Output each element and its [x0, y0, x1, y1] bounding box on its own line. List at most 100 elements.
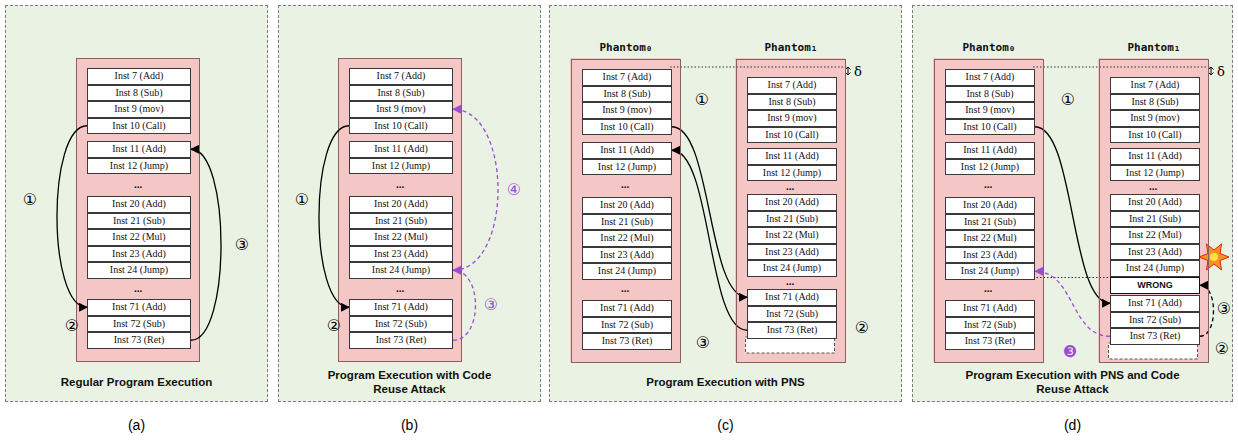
offset-guide	[670, 67, 848, 68]
instruction-label: Inst 9 (mov)	[602, 105, 651, 115]
instruction-box: Inst 7 (Add)	[349, 68, 453, 85]
instruction-box: Inst 20 (Add)	[349, 196, 453, 213]
empty-slot	[746, 337, 835, 353]
instruction-box: Inst 12 (Jump)	[582, 159, 672, 176]
instruction-box: Inst 21 (Sub)	[747, 211, 837, 228]
instruction-label: Inst 7 (Add)	[768, 80, 817, 90]
instruction-label: Inst 23 (Add)	[963, 250, 1017, 260]
instruction-label: Inst 12 (Jump)	[961, 162, 1019, 172]
ellipsis: ...	[396, 179, 404, 190]
instruction-label: Inst 72 (Sub)	[1129, 315, 1181, 325]
instruction-box: Inst 73 (Ret)	[582, 333, 672, 350]
panel-ground	[278, 5, 541, 402]
instruction-label: Inst 24 (Jump)	[1126, 263, 1184, 273]
scenario-panel: Program Execution with PNSPhantom₀Inst 7…	[549, 5, 902, 402]
scenario-panel: Program Execution with Code Reuse Attack…	[278, 5, 541, 402]
instruction-box: Inst 8 (Sub)	[87, 85, 191, 102]
instruction-box: Inst 12 (Jump)	[747, 165, 837, 182]
instruction-label: Inst 22 (Mul)	[963, 233, 1016, 243]
instruction-label: Inst 20 (Add)	[1128, 197, 1182, 207]
instruction-box: Inst 10 (Call)	[1110, 127, 1200, 144]
instruction-label: Inst 71 (Add)	[1128, 298, 1182, 308]
instruction-label: WRONG	[1137, 281, 1173, 290]
callout-number: ①	[695, 92, 709, 108]
callout-number: ①	[1061, 92, 1075, 108]
instruction-box: Inst 11 (Add)	[349, 141, 453, 158]
memory-column	[735, 58, 845, 362]
instruction-box: Inst 21 (Sub)	[945, 214, 1035, 231]
instruction-label: Inst 10 (Call)	[1128, 130, 1181, 140]
memory-column	[1098, 58, 1208, 362]
instruction-label: Inst 73 (Ret)	[965, 336, 1016, 346]
instruction-label: Inst 8 (Sub)	[1131, 97, 1178, 107]
instruction-box: Inst 12 (Jump)	[1110, 165, 1200, 182]
panel-letter: (b)	[401, 418, 418, 432]
instruction-label: Inst 24 (Jump)	[763, 263, 821, 273]
instruction-box: WRONG	[1110, 277, 1200, 294]
instruction-box: Inst 71 (Add)	[945, 300, 1035, 317]
instruction-box: Inst 71 (Add)	[582, 300, 672, 317]
callout-number: ③	[1217, 301, 1231, 317]
instruction-box: Inst 9 (mov)	[582, 102, 672, 119]
instruction-box: Inst 10 (Call)	[582, 119, 672, 136]
instruction-box: Inst 12 (Jump)	[349, 158, 453, 175]
instruction-label: Inst 9 (mov)	[965, 105, 1014, 115]
instruction-label: Inst 24 (Jump)	[372, 265, 430, 275]
instruction-label: Inst 11 (Add)	[963, 145, 1017, 155]
instruction-label: Inst 22 (Mul)	[600, 233, 653, 243]
instruction-box: Inst 8 (Sub)	[349, 85, 453, 102]
instruction-label: Inst 11 (Add)	[600, 145, 654, 155]
instruction-label: Inst 22 (Mul)	[374, 232, 427, 242]
instruction-box: Inst 9 (mov)	[1110, 110, 1200, 127]
instruction-box: Inst 22 (Mul)	[349, 229, 453, 246]
callout-number: ②	[327, 318, 341, 334]
instruction-box: Inst 22 (Mul)	[945, 230, 1035, 247]
instruction-label: Inst 21 (Sub)	[766, 214, 818, 224]
instruction-box: Inst 7 (Add)	[87, 68, 191, 85]
instruction-label: Inst 23 (Add)	[112, 249, 166, 259]
instruction-label: Inst 72 (Sub)	[766, 309, 818, 319]
ellipsis: ...	[786, 276, 794, 287]
offset-symbol: δ	[854, 65, 862, 78]
instruction-label: Inst 11 (Add)	[1128, 151, 1182, 161]
scenario-panel: Regular Program ExecutionInst 7 (Add)Ins…	[5, 5, 268, 402]
instruction-box: Inst 72 (Sub)	[87, 316, 191, 333]
instruction-box: Inst 73 (Ret)	[747, 322, 837, 339]
instruction-box: Inst 22 (Mul)	[87, 229, 191, 246]
instruction-label: Inst 7 (Add)	[377, 71, 426, 81]
offset-arrow	[1209, 67, 1214, 75]
instruction-label: Inst 7 (Add)	[115, 71, 164, 81]
instruction-label: Inst 21 (Sub)	[1129, 214, 1181, 224]
column-heading: Phantom₀	[963, 41, 1016, 54]
instruction-label: Inst 22 (Mul)	[765, 230, 818, 240]
callout-number: ❸	[1063, 344, 1077, 360]
phantom-column: Phantom₀Inst 7 (Add)Inst 8 (Sub)Inst 9 (…	[934, 59, 1044, 363]
instruction-label: Inst 11 (Add)	[374, 144, 428, 154]
instruction-box: Inst 11 (Add)	[87, 141, 191, 158]
instruction-box: Inst 73 (Ret)	[1110, 328, 1200, 345]
memory-column	[933, 58, 1043, 362]
scenario-panel: Program Execution with PNS and Code Reus…	[912, 5, 1233, 402]
memory-column	[339, 59, 462, 362]
empty-slot	[1109, 343, 1198, 359]
instruction-label: Inst 23 (Add)	[374, 249, 428, 259]
instruction-box: Inst 24 (Jump)	[87, 262, 191, 279]
callout-number: ③	[235, 237, 249, 253]
offset-guide	[1033, 67, 1211, 68]
panel-letter: (a)	[128, 418, 145, 432]
instruction-label: Inst 21 (Sub)	[113, 216, 165, 226]
panel-letter: (d)	[1064, 418, 1081, 432]
phantom-column: Phantom₁Inst 7 (Add)Inst 8 (Sub)Inst 9 (…	[1099, 59, 1209, 363]
heading-area: Phantom₁	[727, 38, 855, 56]
ellipsis: ...	[396, 283, 404, 294]
instruction-box: Inst 11 (Add)	[945, 142, 1035, 159]
instruction-box: Inst 24 (Jump)	[1110, 260, 1200, 277]
panel-title: Program Execution with Code Reuse Attack	[310, 368, 510, 396]
instruction-label: Inst 10 (Call)	[765, 130, 818, 140]
instruction-label: Inst 71 (Add)	[600, 303, 654, 313]
instruction-label: Inst 71 (Add)	[765, 292, 819, 302]
instruction-box: Inst 7 (Add)	[747, 77, 837, 94]
callout-number: ①	[295, 192, 309, 208]
instruction-box: Inst 12 (Jump)	[945, 159, 1035, 176]
heading-area: Phantom₁	[1090, 38, 1218, 56]
